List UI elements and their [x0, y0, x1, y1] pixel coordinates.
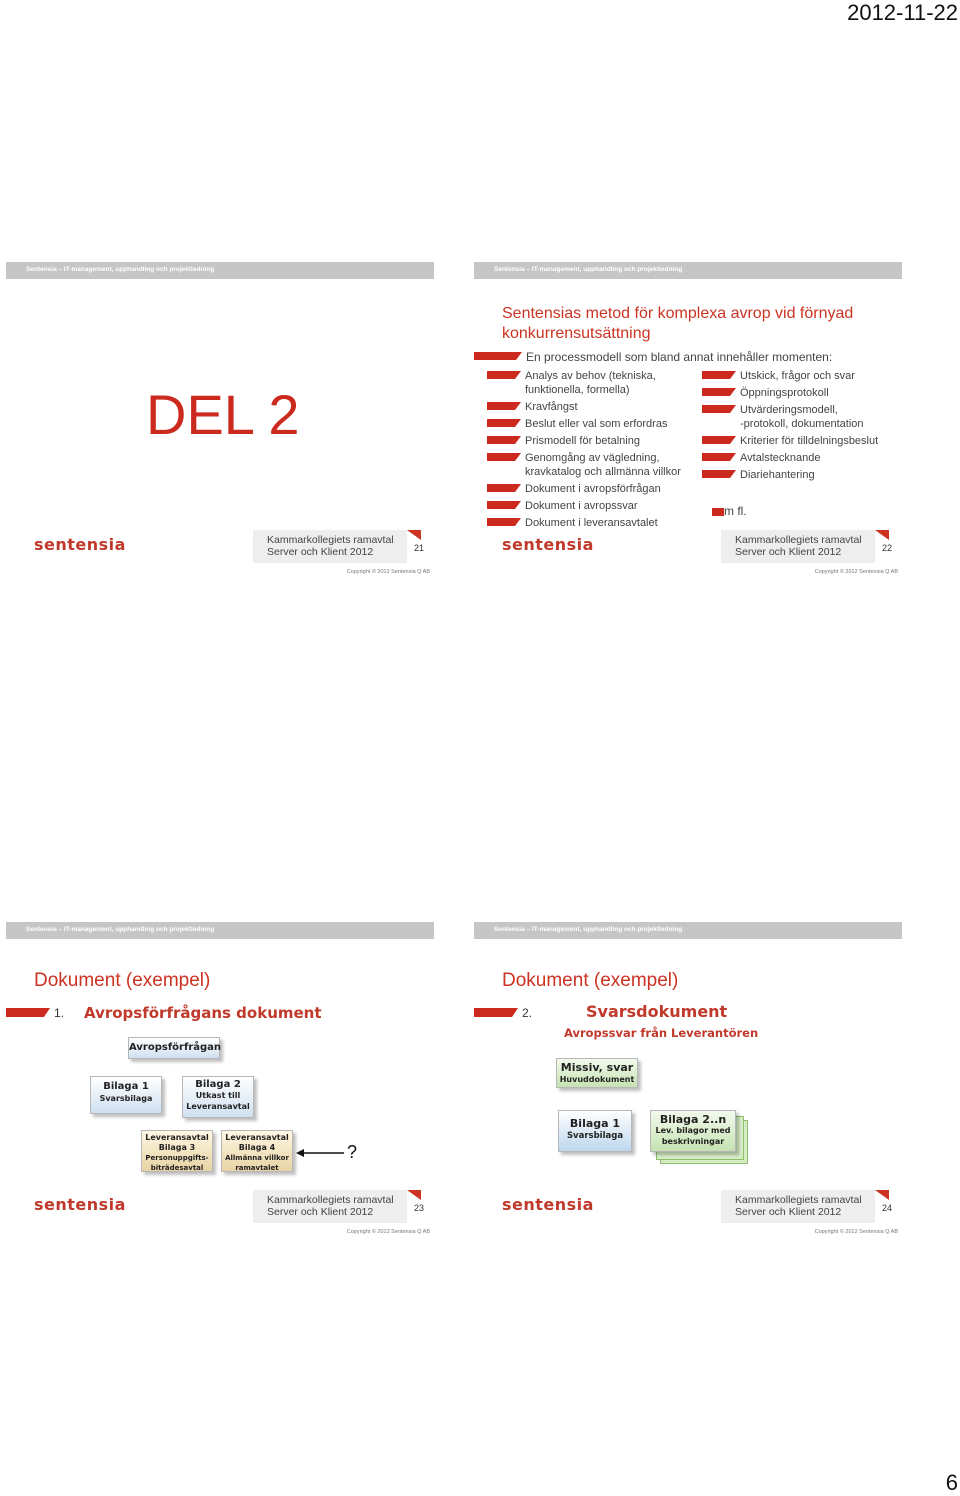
sentensia-logo: sentensia [502, 1195, 594, 1214]
list-item: Dokument i leveransavtalet [487, 516, 681, 530]
item-number: 1. [54, 1006, 65, 1020]
slide-topbar: Sentensia – IT-management, upphandling o… [6, 262, 434, 279]
page-date: 2012-11-22 [847, 0, 958, 25]
slide-title: Dokument (exempel) [34, 970, 211, 991]
list-item-cont: -protokoll, dokumentation [740, 418, 864, 430]
list-item: Dokument i avropssvar [487, 499, 681, 513]
list-item: Utskick, frågor och svar [702, 369, 878, 383]
slide-topbar: Sentensia – IT-management, upphandling o… [474, 262, 902, 279]
slide-number: 24 [881, 1203, 892, 1213]
list-item: Analys av behov (tekniska, [487, 369, 681, 383]
slide-21: Sentensia – IT-management, upphandling o… [6, 262, 434, 575]
bullet-marker [474, 1008, 518, 1017]
list-item-cont: kravkatalog och allmänna villkor [525, 466, 681, 478]
page-number: 6 [945, 1470, 958, 1495]
sentensia-logo: sentensia [502, 535, 594, 554]
diagram-subheading: Avropssvar från Leverantören [564, 1026, 759, 1040]
intro-list: En processmodell som bland annat innehål… [474, 350, 832, 368]
diagram-heading: Avropsförfrågans dokument [84, 1004, 322, 1022]
copyright: Copyright © 2012 Sentensia Q AB [346, 569, 430, 575]
item-number: 2. [522, 1006, 533, 1020]
list-item: Kriterier för tilldelningsbeslut [702, 434, 878, 448]
list-item: Dokument i avropsförfrågan [487, 482, 681, 496]
slide-number: 22 [881, 543, 892, 553]
slide-title: Dokument (exempel) [502, 970, 679, 991]
slide-title: Sentensias metod för komplexa avrop vid … [502, 305, 854, 342]
slide-number: 23 [413, 1203, 424, 1213]
list-item: Prismodell för betalning [487, 434, 681, 448]
slide-23: Sentensia – IT-management, upphandling o… [6, 922, 434, 1235]
arrow-icon [296, 1149, 344, 1157]
list-item: Avtalstecknande [702, 451, 878, 465]
slide-22: Sentensia – IT-management, upphandling o… [474, 262, 902, 575]
slide-24: Sentensia – IT-management, upphandling o… [474, 922, 902, 1235]
sentensia-logo: sentensia [34, 535, 126, 554]
copyright: Copyright © 2012 Sentensia Q AB [814, 569, 898, 575]
list-item: Utvärderingsmodell, [702, 403, 878, 417]
list-item-cont: funktionella, formella) [525, 384, 630, 396]
section-heading: DEL 2 [146, 383, 300, 446]
right-list: Utskick, frågor och svar Öppningsprotoko… [702, 369, 878, 485]
list-item: Genomgång av vägledning, [487, 451, 681, 465]
copyright: Copyright © 2012 Sentensia Q AB [814, 1229, 898, 1235]
diagram-root-box: Avropsförfrågan [128, 1037, 221, 1059]
list-item: Kravfångst [487, 400, 681, 414]
question-mark: ? [347, 1142, 358, 1162]
list-item: Öppningsprotokoll [702, 386, 878, 400]
left-list: Analys av behov (tekniska, funktionella,… [487, 369, 681, 533]
bullet-marker [6, 1008, 50, 1017]
slide-topbar: Sentensia – IT-management, upphandling o… [474, 922, 902, 939]
list-item: Beslut eller val som erfordras [487, 417, 681, 431]
slide-number: 21 [413, 543, 424, 553]
copyright: Copyright © 2012 Sentensia Q AB [346, 1229, 430, 1235]
diagram-heading: Svarsdokument [586, 1002, 728, 1021]
list-item: Diariehantering [702, 468, 878, 482]
more-text: m fl. [712, 504, 747, 518]
slide-topbar: Sentensia – IT-management, upphandling o… [6, 922, 434, 939]
sentensia-logo: sentensia [34, 1195, 126, 1214]
list-item: En processmodell som bland annat innehål… [474, 350, 832, 364]
